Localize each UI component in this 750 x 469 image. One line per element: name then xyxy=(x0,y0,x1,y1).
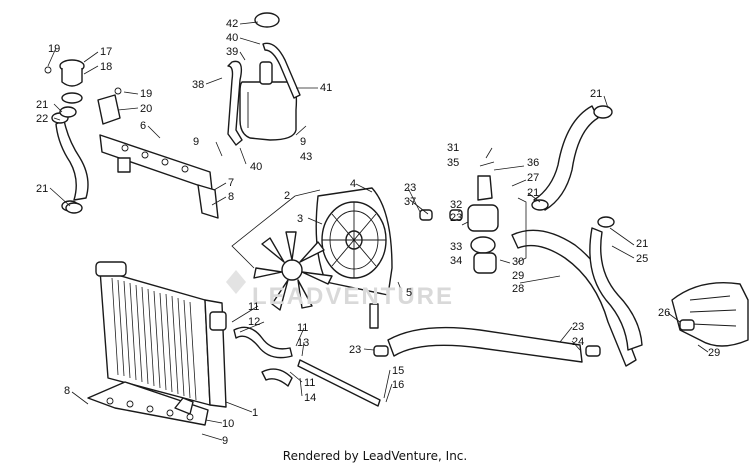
callout-1: 1 xyxy=(252,407,259,419)
callout-18: 18 xyxy=(100,61,113,73)
upper-left-hose xyxy=(51,112,89,212)
callout-14: 14 xyxy=(304,392,317,404)
callout-23: 23 xyxy=(404,182,417,194)
callout-42: 42 xyxy=(226,18,239,30)
callout-34: 34 xyxy=(450,255,463,267)
callout-4: 4 xyxy=(350,178,357,190)
bracket-20 xyxy=(97,87,122,125)
thermostat-housing xyxy=(467,175,499,274)
coolant-overflow-bottle xyxy=(239,61,298,141)
callout-13: 13 xyxy=(297,337,310,349)
callout-29: 29 xyxy=(512,270,525,282)
callout-9: 9 xyxy=(193,136,200,148)
small-hose-12 xyxy=(233,326,293,359)
callout-37: 37 xyxy=(404,196,417,208)
upper-right-hose xyxy=(589,216,643,351)
overflow-hose xyxy=(262,42,301,99)
filler-cap-and-neck xyxy=(44,59,85,104)
callout-19: 19 xyxy=(48,43,61,55)
callout-9: 9 xyxy=(300,136,307,148)
callout-40: 40 xyxy=(250,161,263,173)
callout-29: 29 xyxy=(708,347,721,359)
fan-shroud xyxy=(315,187,393,329)
callout-26: 26 xyxy=(658,307,671,319)
callout-11: 11 xyxy=(248,301,260,313)
callout-7: 7 xyxy=(228,177,235,189)
lower-return-hose xyxy=(387,326,583,363)
bypass-hose xyxy=(531,105,613,211)
callout-27: 27 xyxy=(527,172,540,184)
callout-21: 21 xyxy=(36,99,49,111)
leadventure-logo xyxy=(222,268,250,301)
leader-lines xyxy=(47,21,709,441)
callout-23: 23 xyxy=(572,321,585,333)
callout-19: 19 xyxy=(140,88,153,100)
callout-36: 36 xyxy=(527,157,540,169)
callout-24: 24 xyxy=(572,336,585,348)
small-hose-14 xyxy=(261,368,293,387)
callout-17: 17 xyxy=(100,46,113,58)
callout-31: 31 xyxy=(447,142,460,154)
footer-credit: Rendered by LeadVenture, Inc. xyxy=(282,449,468,463)
callout-10: 10 xyxy=(222,418,235,430)
tube-15 xyxy=(297,359,381,407)
callout-8: 8 xyxy=(64,385,71,397)
siphon-hose xyxy=(227,60,243,146)
callout-11: 11 xyxy=(304,377,316,389)
callout-33: 33 xyxy=(450,241,463,253)
callout-21: 21 xyxy=(36,183,49,195)
callout-8: 8 xyxy=(228,191,235,203)
callout-38: 38 xyxy=(192,79,205,91)
callout-21: 21 xyxy=(636,238,649,250)
overflow-cap xyxy=(254,12,280,28)
water-pump xyxy=(671,282,749,347)
callout-30: 30 xyxy=(512,256,525,268)
callout-3: 3 xyxy=(297,213,304,225)
callout-21: 21 xyxy=(527,187,540,199)
callout-15: 15 xyxy=(392,365,405,377)
callout-16: 16 xyxy=(392,379,405,391)
callout-25: 25 xyxy=(636,253,649,265)
callout-32: 32 xyxy=(450,199,463,211)
callout-41: 41 xyxy=(320,82,333,94)
radiator-upper-bracket xyxy=(99,134,219,219)
callout-5: 5 xyxy=(406,287,413,299)
hose-clamps xyxy=(59,106,695,357)
radiator xyxy=(95,261,227,408)
callout-23: 23 xyxy=(450,212,463,224)
watermark-text: LEADVENTURE xyxy=(252,283,455,310)
callout-21: 21 xyxy=(590,88,603,100)
callout-28: 28 xyxy=(512,283,525,295)
callout-11: 11 xyxy=(297,322,309,334)
callout-43: 43 xyxy=(300,151,313,163)
callout-39: 39 xyxy=(226,46,239,58)
callout-40: 40 xyxy=(226,32,239,44)
callout-20: 20 xyxy=(140,103,153,115)
callout-35: 35 xyxy=(447,157,460,169)
callout-6: 6 xyxy=(140,120,147,132)
callout-22: 22 xyxy=(36,113,49,125)
callout-2: 2 xyxy=(284,190,291,202)
callout-23: 23 xyxy=(349,344,362,356)
callout-9: 9 xyxy=(222,435,229,447)
radiator-lower-bracket xyxy=(87,381,209,426)
fan-blade xyxy=(253,231,333,311)
callout-12: 12 xyxy=(248,316,261,328)
